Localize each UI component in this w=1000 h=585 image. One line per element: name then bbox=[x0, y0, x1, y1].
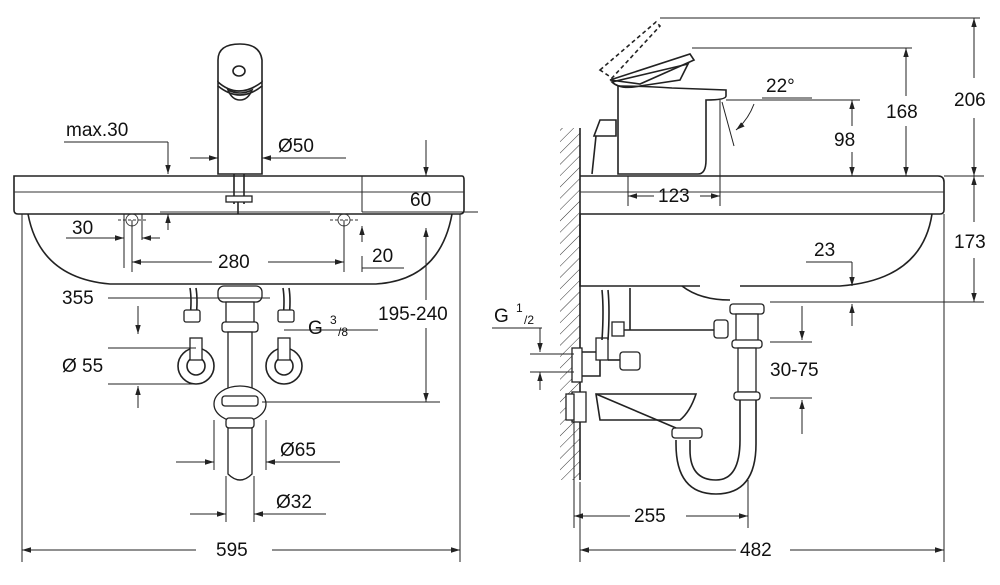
plumbing-side bbox=[565, 288, 765, 495]
tap-front bbox=[217, 43, 263, 214]
hole-markers bbox=[118, 213, 358, 227]
label-max30: max.30 bbox=[66, 120, 128, 141]
label-reach-123: 123 bbox=[658, 186, 690, 207]
label-hole-30: 30 bbox=[72, 218, 93, 239]
label-height-168: 168 bbox=[886, 102, 918, 123]
side-view: 22° 168 206 98 123 173 23 G 1 /2 30-75 2… bbox=[492, 17, 986, 562]
label-height-60: 60 bbox=[410, 190, 431, 211]
label-thread-g38: G 3 /8 bbox=[308, 313, 348, 339]
angle-valves-front bbox=[177, 337, 303, 385]
label-depth-173: 173 bbox=[954, 232, 986, 253]
label-total-width-595: 595 bbox=[216, 540, 248, 561]
label-thread-g38-sup: 3 bbox=[330, 313, 337, 327]
label-dist-255: 255 bbox=[634, 506, 666, 527]
label-spout-diameter: Ø50 bbox=[278, 136, 314, 157]
label-thread-g12-sub: /2 bbox=[524, 313, 534, 327]
basin-side bbox=[579, 175, 945, 301]
hoses-front bbox=[183, 287, 295, 323]
label-angle-22: 22° bbox=[766, 76, 795, 97]
label-total-depth-482: 482 bbox=[740, 540, 772, 561]
label-thread-g38-sub: /8 bbox=[338, 325, 348, 339]
label-trap-65: Ø65 bbox=[280, 440, 316, 461]
label-rosette-55: Ø 55 bbox=[62, 356, 103, 377]
wall bbox=[560, 128, 581, 480]
front-dimensions bbox=[21, 140, 478, 562]
label-range-30-75: 30-75 bbox=[770, 360, 819, 381]
label-hole-spacing-280: 280 bbox=[218, 252, 250, 273]
trap-front bbox=[213, 285, 267, 481]
label-offset-20: 20 bbox=[372, 246, 393, 267]
tap-side bbox=[591, 20, 727, 175]
front-view: max.30 Ø50 60 30 280 20 355 G 3 /8 195-2… bbox=[13, 43, 478, 562]
label-depth-23: 23 bbox=[814, 240, 835, 261]
side-dimensions bbox=[492, 17, 984, 562]
label-height-98: 98 bbox=[834, 130, 855, 151]
label-pipe-32: Ø32 bbox=[276, 492, 312, 513]
label-thread-g38-main: G bbox=[308, 318, 323, 339]
label-thread-g12: G 1 /2 bbox=[494, 301, 534, 327]
label-range-195-240: 195-240 bbox=[378, 304, 448, 325]
basin-front bbox=[13, 175, 465, 285]
label-thread-g12-sup: 1 bbox=[516, 301, 523, 315]
label-height-206: 206 bbox=[954, 90, 986, 111]
label-thread-g12-main: G bbox=[494, 306, 509, 327]
label-width-355: 355 bbox=[62, 288, 94, 309]
